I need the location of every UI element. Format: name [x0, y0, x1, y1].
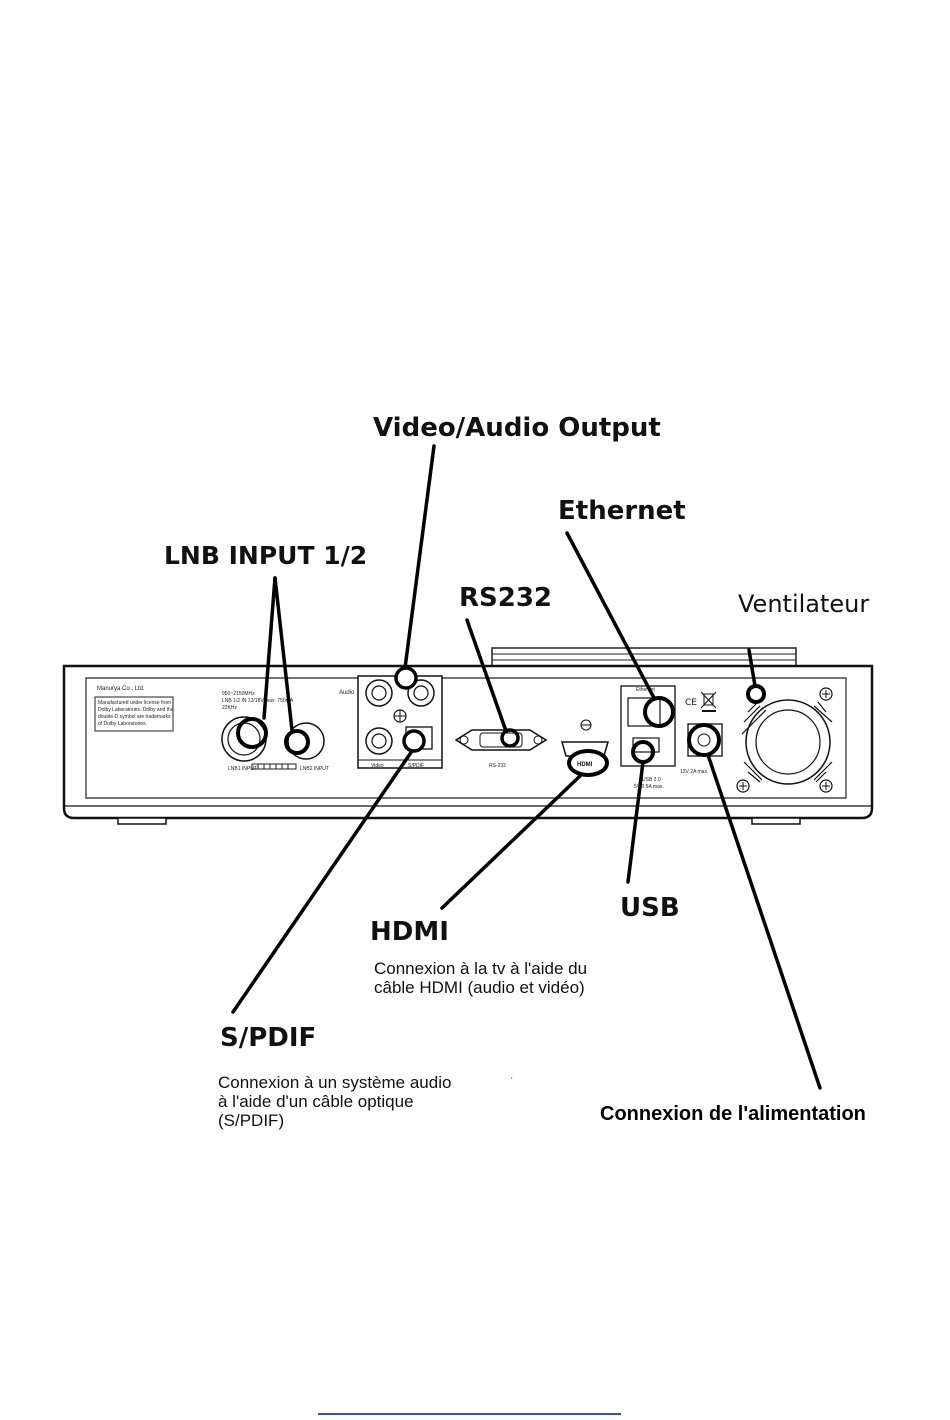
- receiver-back-panel: Manurya Co., Ltd. Manufactured under lic…: [62, 647, 874, 825]
- leader-alimentation: [706, 753, 822, 1090]
- lnb-spec-2: LNB 1/2 IN 13/18V max. 750mA: [222, 698, 294, 704]
- label-lnb-input: LNB INPUT 1/2: [164, 541, 367, 570]
- power-spec-label: 12V 2A max.: [680, 769, 708, 775]
- av-output-block: Audio Video S/PDIF: [339, 666, 443, 769]
- leader-ventilateur: [747, 648, 757, 688]
- license-line-3: double-D symbol are trademarks: [98, 714, 171, 720]
- label-video-audio-output: Video/Audio Output: [373, 413, 661, 443]
- license-line-4: of Dolby Laboratories.: [98, 721, 147, 727]
- license-box: [94, 696, 174, 732]
- rs232-port-label: RS-232: [489, 763, 506, 769]
- spdif-description: Connexion à un système audio à l'aide d'…: [218, 1073, 452, 1130]
- leader-usb: [626, 760, 645, 884]
- stray-mark: ': [511, 1076, 513, 1085]
- rs232-connector: RS-232: [454, 728, 548, 769]
- weee-bin-icon: [700, 691, 717, 712]
- leader-rs232: [465, 618, 508, 733]
- power-connector: 12V 2A max.: [680, 723, 723, 775]
- usb-spec-label: 5V 0.5A max.: [634, 784, 664, 790]
- license-line-1: Manufactured under license from: [98, 700, 171, 706]
- ce-mark: CE: [685, 698, 697, 708]
- brand-text: Manurya Co., Ltd.: [97, 686, 145, 692]
- lnb-spec-3: 22KHz: [222, 705, 238, 711]
- audio-port-label: Audio: [339, 690, 355, 696]
- lnb1-connector: [221, 716, 268, 762]
- lnb2-connector: [284, 722, 325, 760]
- leader-lnb-2: [273, 576, 294, 732]
- lnb1-port-label: LNB1 INPUT: [228, 766, 257, 772]
- leader-lnb-1: [262, 576, 277, 720]
- license-line-2: Dolby Laboratories. Dolby and the: [98, 707, 174, 713]
- footer-underline: [318, 1413, 621, 1415]
- leader-lines: [231, 444, 822, 1090]
- label-spdif: S/PDIF: [220, 1023, 316, 1053]
- fan-grille: [736, 684, 833, 793]
- leader-ethernet: [565, 531, 656, 700]
- hdmi-description: Connexion à la tv à l'aide du câble HDMI…: [374, 959, 588, 997]
- leader-hdmi: [440, 774, 582, 910]
- lnb-spec-1: 950~2150MHz: [222, 691, 255, 697]
- label-alimentation: Connexion de l'alimentation: [600, 1103, 866, 1125]
- lnb2-port-label: LNB2 INPUT: [300, 766, 329, 772]
- label-hdmi: HDMI: [370, 917, 449, 947]
- hdmi-connector: HDMI: [561, 719, 609, 777]
- label-ventilateur: Ventilateur: [738, 590, 869, 618]
- foot-right: [751, 817, 801, 825]
- ethernet-port-label: Ethernet: [636, 687, 656, 693]
- spdif-port-label: S/PDIF: [408, 763, 424, 769]
- leader-spdif: [231, 749, 414, 1014]
- usb-port-label: USB 2.0: [642, 777, 661, 783]
- foot-left: [117, 817, 167, 825]
- leader-video-audio: [403, 444, 436, 670]
- video-port-label: Video: [371, 763, 384, 769]
- hdmi-port-label: HDMI: [577, 762, 593, 768]
- label-rs232: RS232: [459, 583, 552, 613]
- label-ethernet: Ethernet: [558, 496, 686, 526]
- label-usb: USB: [620, 893, 680, 923]
